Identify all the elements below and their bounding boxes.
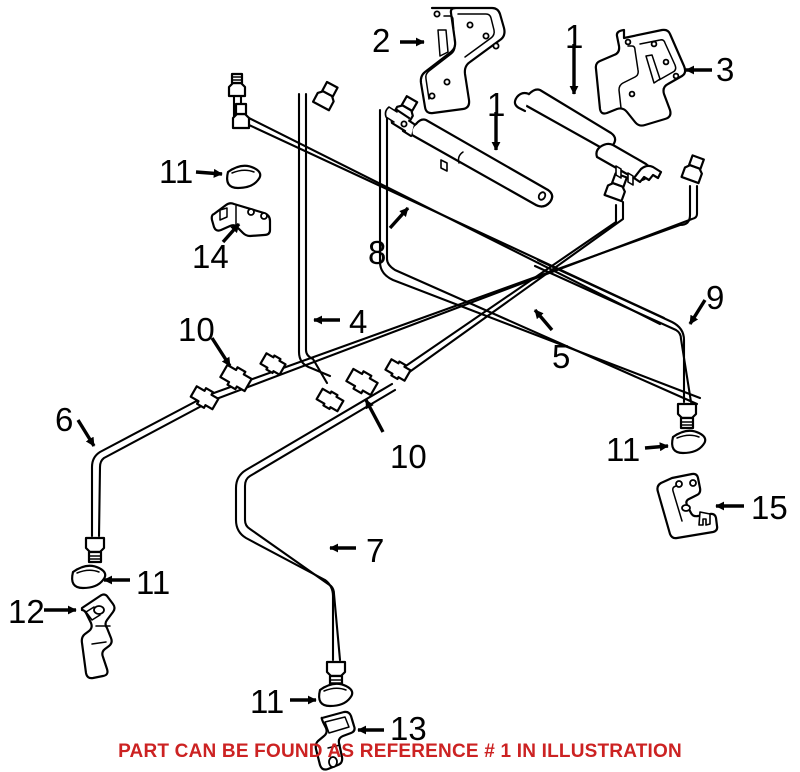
hydraulic-cylinder-left [384,106,554,208]
hydraulic-cylinder-right [513,88,663,186]
hydraulic-line-4 [297,92,332,385]
callout-12: 12 [8,593,45,630]
callout-2: 2 [372,22,391,59]
hydraulic-line-8b [378,108,702,406]
callout-10-a: 10 [178,311,215,348]
callout-10-b: 10 [390,438,427,475]
mounting-bracket-left [419,6,506,115]
hydraulic-line-5 [395,200,625,380]
reference-footnote: PART CAN BE FOUND AS REFERENCE # 1 IN IL… [118,741,682,762]
grommet-clip-a [226,164,262,190]
callout-1-mid: 1 [487,86,506,123]
grommet-clip-d [318,682,354,708]
bracket-15 [656,472,719,540]
callout-11-b: 11 [606,431,641,468]
grommet-clip-c [71,564,107,590]
callout-8: 8 [368,234,387,271]
callout-11-a: 11 [159,153,194,190]
callout-4: 4 [349,303,368,340]
bracket-13 [314,710,356,771]
callout-7: 7 [366,532,385,569]
callout-5: 5 [552,338,571,375]
callout-3: 3 [716,51,735,88]
grommet-clips [71,164,707,708]
grommet-clip-b [671,429,707,455]
hydraulic-line-6 [90,394,211,538]
callout-9: 9 [706,279,725,316]
bracket-12 [80,593,116,680]
callout-6: 6 [55,401,74,438]
hydraulic-line-7 [234,382,397,662]
bracket-14 [210,202,272,238]
callout-11-c: 11 [136,564,171,601]
callout-15: 15 [751,489,788,526]
hydraulic-line-9 [533,258,693,404]
callout-1-top: 1 [565,18,584,55]
leader-arrows [44,37,744,735]
mounting-bracket-right [594,28,687,127]
callout-11-d: 11 [250,683,285,720]
callout-14: 14 [192,238,229,275]
hydraulic-line-right-loop [198,184,699,406]
callout-13: 13 [390,710,427,747]
